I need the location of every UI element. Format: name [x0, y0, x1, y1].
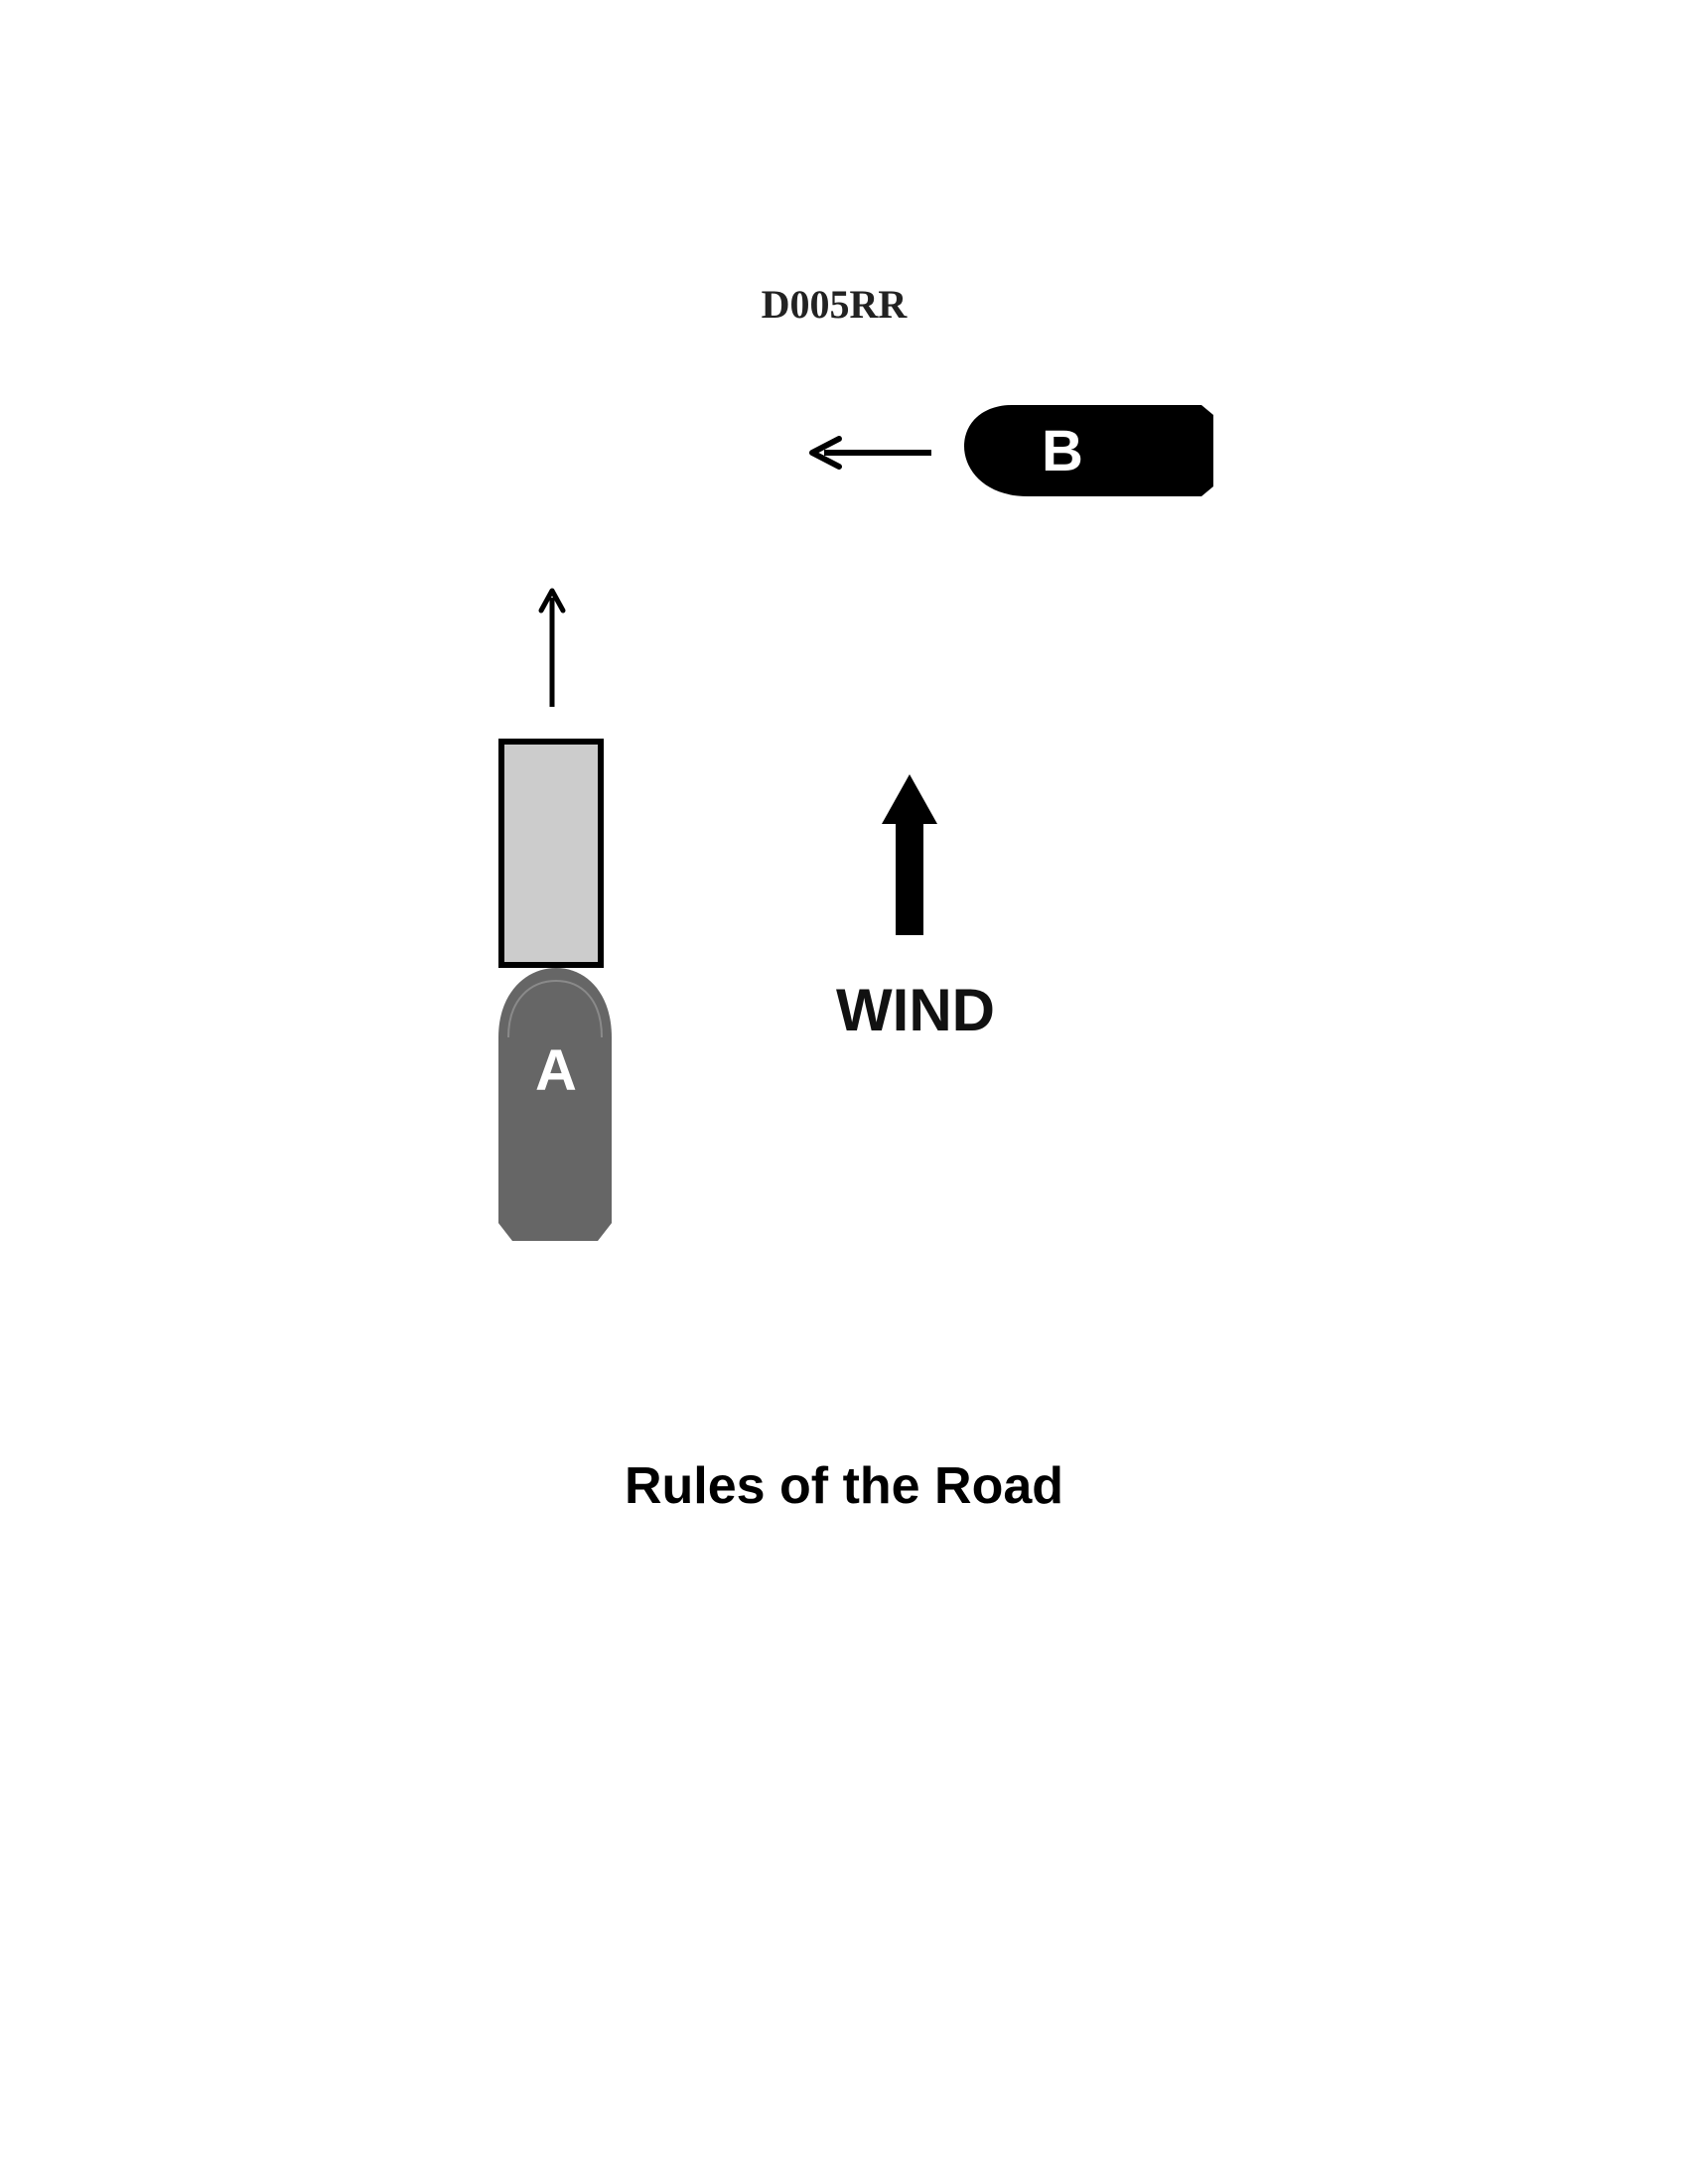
- boat-a: A: [498, 968, 612, 1241]
- wind-arrow: [882, 774, 937, 935]
- wind-label: WIND: [836, 977, 995, 1043]
- boat-b: B: [964, 405, 1213, 496]
- boat-a-hull: [498, 968, 612, 1241]
- boat-a-label: A: [535, 1038, 577, 1103]
- boat-a-sail-rectangle: [498, 739, 604, 968]
- boat-a-heading-arrow: [538, 588, 566, 707]
- boat-b-heading-arrow: [809, 436, 931, 470]
- boat-b-label: B: [1042, 419, 1083, 483]
- diagram-caption: Rules of the Road: [625, 1457, 1063, 1515]
- diagram-code: D005RR: [762, 282, 909, 327]
- boat-b-hull: [964, 405, 1213, 496]
